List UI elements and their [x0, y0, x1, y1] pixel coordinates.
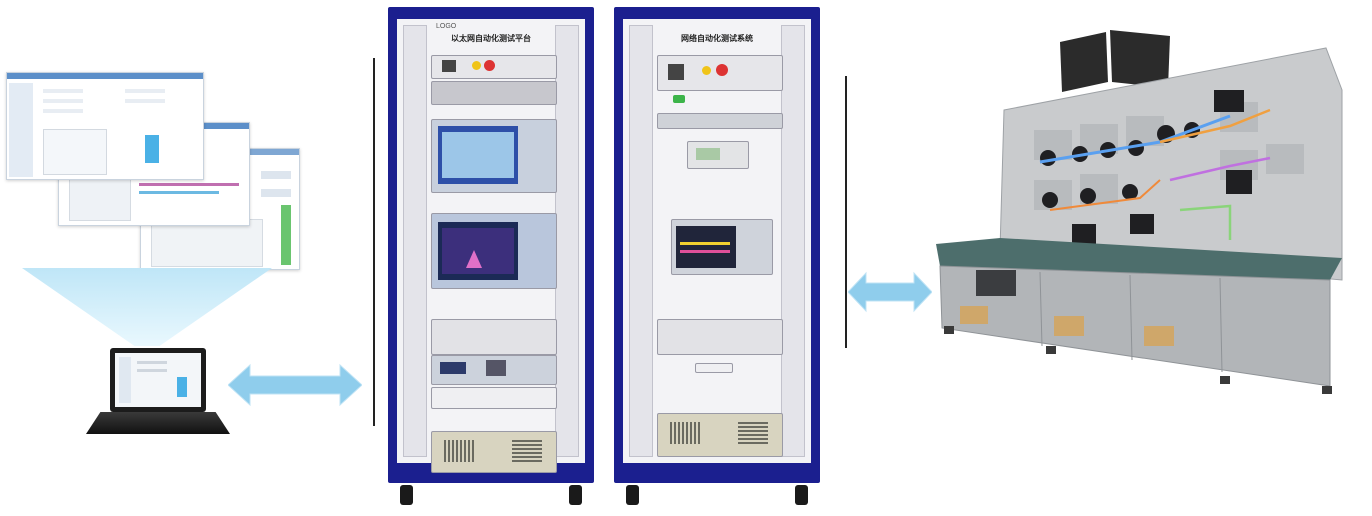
- wheel: [400, 485, 413, 505]
- double-arrow-icon: [228, 363, 362, 407]
- software-window-front: [6, 72, 204, 180]
- wheel: [795, 485, 808, 505]
- rack-cabinet: 网络自动化测试系统: [614, 7, 820, 505]
- test-bench: [936, 30, 1343, 394]
- double-arrow-icon: [848, 271, 932, 313]
- rack-logo: LOGO: [436, 23, 457, 30]
- rack-right-title: 网络自动化测试系统: [681, 33, 753, 43]
- projection-beam: [22, 268, 272, 346]
- rack-cabinet: LOGO 以太网自动化测试平台: [388, 7, 594, 505]
- rack-left-title: 以太网自动化测试平台: [451, 33, 531, 43]
- divider-line: [845, 76, 847, 348]
- divider-line: [373, 58, 375, 426]
- wheel: [626, 485, 639, 505]
- wheel: [569, 485, 582, 505]
